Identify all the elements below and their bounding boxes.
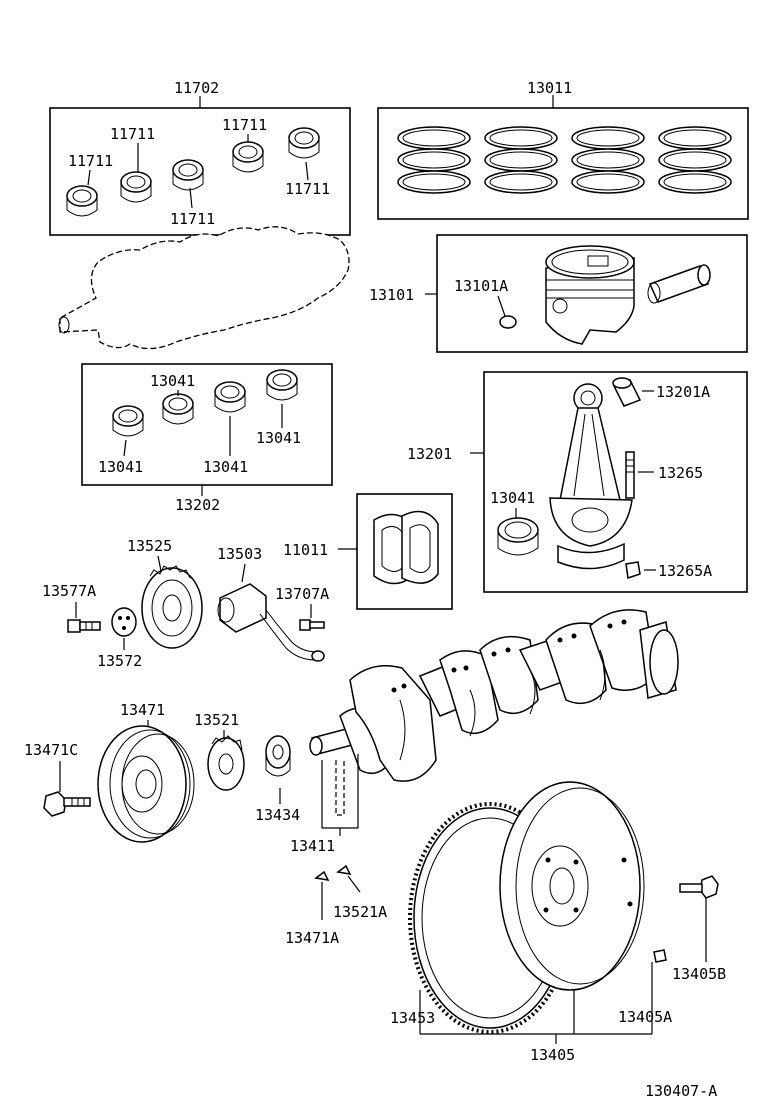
label-11711: 11711 xyxy=(285,180,330,198)
conrod-bearing-shell xyxy=(214,381,246,413)
thrust-washer xyxy=(373,510,439,585)
label-13471: 13471 xyxy=(120,701,165,719)
label-13411: 13411 xyxy=(290,837,335,855)
label-13405B: 13405B xyxy=(672,965,726,983)
conrod-bearing-shell xyxy=(497,517,539,556)
label-13521: 13521 xyxy=(194,711,239,729)
label-13041: 13041 xyxy=(150,372,195,390)
label-13525: 13525 xyxy=(127,537,172,555)
bolt xyxy=(299,619,325,631)
label-13041: 13041 xyxy=(203,458,248,476)
oil-pump-drive-plate xyxy=(111,607,137,637)
label-13707A: 13707A xyxy=(275,585,329,603)
main-bearing-shell xyxy=(232,141,264,173)
bearing-set-box-13202 xyxy=(81,363,333,486)
conrod-bearing-shell xyxy=(162,393,194,425)
piston-ring-set-box-13011 xyxy=(377,107,749,220)
label-13434: 13434 xyxy=(255,806,300,824)
pulley-bolt xyxy=(43,791,91,817)
timing-chain-tensioner xyxy=(217,583,325,662)
crankshaft-key xyxy=(336,864,352,875)
label-11011: 11011 xyxy=(283,541,328,559)
label-13265: 13265 xyxy=(658,464,703,482)
flywheel xyxy=(499,781,645,991)
main-bearing-shell xyxy=(288,127,320,159)
flywheel-bolt xyxy=(679,875,719,899)
label-13453: 13453 xyxy=(390,1009,435,1027)
label-13201: 13201 xyxy=(407,445,452,463)
crankshaft-timing-gear xyxy=(141,565,203,649)
crankshaft-oil-pump-gear xyxy=(207,735,245,791)
label-11711: 11711 xyxy=(170,210,215,228)
label-13503: 13503 xyxy=(217,545,262,563)
label-13265A: 13265A xyxy=(658,562,712,580)
small-end-bushing xyxy=(612,377,642,407)
label-13011: 13011 xyxy=(527,79,572,97)
piston xyxy=(545,245,635,345)
label-11711: 11711 xyxy=(68,152,113,170)
main-bearing-shell xyxy=(120,171,152,203)
conrod-bearing-shell xyxy=(266,369,298,401)
bolt xyxy=(67,619,101,633)
label-13405: 13405 xyxy=(530,1046,575,1064)
main-bearing-shell xyxy=(172,159,204,191)
label-13471C: 13471C xyxy=(24,741,78,759)
thrust-washer-box-11011 xyxy=(356,493,453,610)
label-13471A: 13471A xyxy=(285,929,339,947)
label-11702: 11702 xyxy=(174,79,219,97)
diagram-code: 130407-A xyxy=(645,1082,717,1100)
piston-pin-snap-ring xyxy=(499,315,517,329)
crankshaft-outline xyxy=(58,226,350,350)
piston-ring-set xyxy=(397,126,471,194)
label-13521A: 13521A xyxy=(333,903,387,921)
label-13041: 13041 xyxy=(490,489,535,507)
connecting-rod-bolt xyxy=(625,451,635,499)
crankshaft-pulley xyxy=(97,725,195,843)
label-13405A: 13405A xyxy=(618,1008,672,1026)
label-13577A: 13577A xyxy=(42,582,96,600)
connecting-rod xyxy=(549,383,633,570)
connecting-rod-box-13201 xyxy=(483,371,748,593)
crankshaft-timing-sprocket xyxy=(265,735,291,777)
label-13101: 13101 xyxy=(369,286,414,304)
piston-ring-set xyxy=(658,126,732,194)
connecting-rod-nut xyxy=(625,561,641,579)
piston-pin xyxy=(647,264,711,304)
main-bearing-shell xyxy=(66,185,98,217)
label-13041: 13041 xyxy=(98,458,143,476)
flywheel-dowel-pin xyxy=(653,949,667,963)
label-13041: 13041 xyxy=(256,429,301,447)
piston-ring-set xyxy=(484,126,558,194)
crankshaft xyxy=(309,609,679,782)
label-13201A: 13201A xyxy=(656,383,710,401)
label-13572: 13572 xyxy=(97,652,142,670)
label-11711: 11711 xyxy=(110,125,155,143)
piston-ring-set xyxy=(571,126,645,194)
label-11711: 11711 xyxy=(222,116,267,134)
label-13202: 13202 xyxy=(175,496,220,514)
conrod-bearing-shell xyxy=(112,405,144,437)
label-13101A: 13101A xyxy=(454,277,508,295)
crankshaft-key xyxy=(314,870,330,881)
